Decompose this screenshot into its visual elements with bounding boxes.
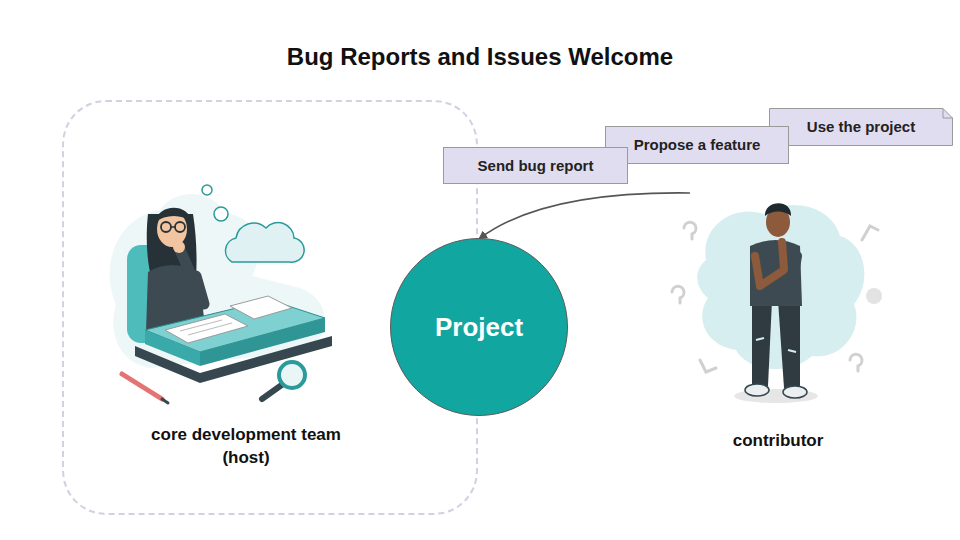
project-circle: Project (390, 238, 568, 416)
tab-outline (770, 109, 953, 146)
node-label: core development team (host) (136, 423, 356, 469)
node-label: Use the project (807, 118, 915, 136)
node-label: Project (435, 312, 523, 342)
diagram-title: Bug Reports and Issues Welcome (0, 42, 960, 72)
contributor-figure: contributor (690, 193, 866, 455)
action-tab: Use the project (769, 108, 953, 146)
tab-fold (943, 109, 953, 119)
node-label: Send bug report (478, 157, 594, 175)
action-tab: Propose a feature (605, 126, 789, 164)
node-label: Propose a feature (634, 136, 761, 154)
action-tab: Send bug report (443, 147, 628, 184)
developer-illustration (110, 185, 332, 403)
flow-arrow (479, 193, 690, 239)
node-label: contributor (733, 430, 824, 451)
contributor-illustration (672, 203, 882, 403)
